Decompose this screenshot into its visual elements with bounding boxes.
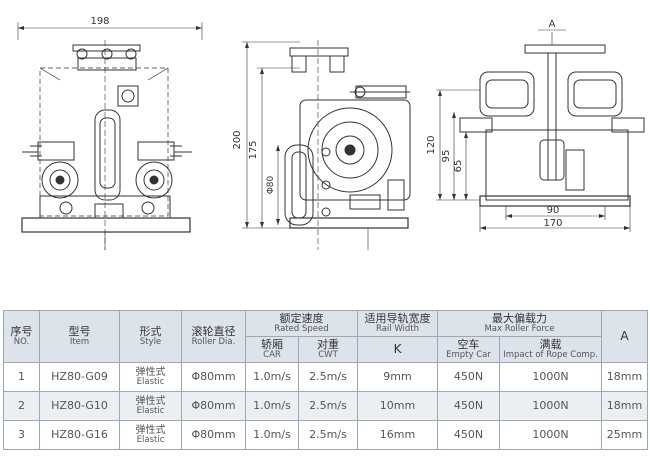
dim-95: 95 — [441, 150, 452, 163]
dim-width-198: 198 — [90, 16, 109, 27]
cell-empty: 450N — [437, 420, 501, 450]
cell-cwt: 2.5m/s — [297, 362, 359, 392]
cell-model: HZ80-G10 — [39, 391, 120, 421]
cell-rail: 16mm — [357, 420, 439, 450]
dim-roller-dia: Φ80 — [266, 175, 276, 194]
cell-car: 1.0m/s — [245, 420, 299, 450]
front-view-drawing — [17, 22, 203, 250]
dim-90: 90 — [547, 205, 560, 216]
cell-roller: Φ80mm — [181, 420, 246, 450]
cell-roller: Φ80mm — [181, 391, 246, 421]
dim-height-175: 175 — [248, 140, 259, 159]
cell-a: 25mm — [601, 420, 649, 450]
header-rail-k: K — [357, 336, 439, 363]
cell-empty: 450N — [437, 391, 501, 421]
technical-drawings: 198 200 175 Φ80 A 120 95 65 90 170 — [17, 16, 645, 250]
cell-full: 1000N — [499, 391, 603, 421]
side-view-drawing — [242, 40, 411, 250]
cell-car: 1.0m/s — [245, 362, 299, 392]
cell-full: 1000N — [499, 420, 603, 450]
right-view-drawing — [436, 29, 645, 232]
cell-no: 2 — [3, 391, 40, 421]
dim-120: 120 — [426, 135, 437, 154]
cell-a: 18mm — [601, 391, 649, 421]
dim-height-200: 200 — [232, 130, 243, 149]
cell-rail: 10mm — [357, 391, 439, 421]
cell-car: 1.0m/s — [245, 391, 299, 421]
cell-empty: 450N — [437, 362, 501, 392]
cell-roller: Φ80mm — [181, 362, 246, 392]
cell-cwt: 2.5m/s — [297, 391, 359, 421]
cell-no: 3 — [3, 420, 40, 450]
cell-a: 18mm — [601, 362, 649, 392]
header-a: A — [601, 310, 649, 363]
cell-full: 1000N — [499, 362, 603, 392]
cell-no: 1 — [3, 362, 40, 392]
cell-model: HZ80-G09 — [39, 362, 120, 392]
cell-model: HZ80-G16 — [39, 420, 120, 450]
dim-65: 65 — [453, 160, 464, 173]
label-a: A — [549, 19, 556, 30]
cell-cwt: 2.5m/s — [297, 420, 359, 450]
dim-170: 170 — [543, 218, 562, 229]
cell-rail: 9mm — [357, 362, 439, 392]
